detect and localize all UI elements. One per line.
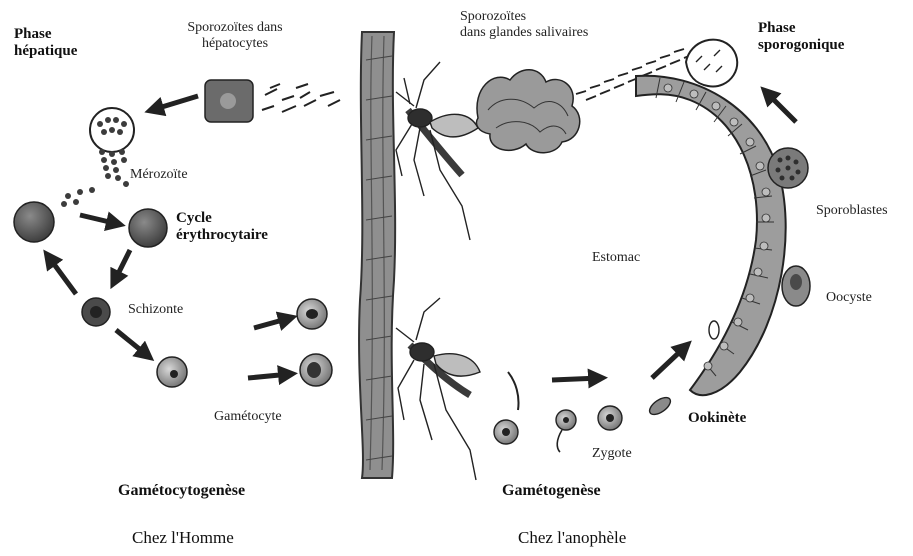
label-gametocytogenese: Gamétocytogenèse	[118, 482, 245, 500]
ookinete-icon	[647, 394, 674, 418]
label-cycle-erythrocytaire: Cycleérythrocytaire	[176, 210, 268, 245]
label-phase-sporogonique: Phasesporogonique	[758, 20, 844, 55]
label-ookinete: Ookinète	[688, 410, 746, 427]
label-phase-hepatique: Phasehépatique	[14, 26, 77, 61]
sporoblast-icon	[768, 148, 808, 188]
infected-rbc-left	[14, 202, 54, 242]
label-zygote: Zygote	[592, 446, 632, 462]
salivary-gland-icon	[477, 70, 580, 153]
label-sporozoites-hepatocytes: Sporozoïtes danshépatocytes	[150, 20, 320, 52]
trophozoite-cell-icon	[157, 357, 187, 387]
label-gametogenese: Gamétogenèse	[502, 482, 601, 500]
sporozoites-to-liver	[262, 84, 340, 112]
ookinete-in-wall-icon	[709, 321, 719, 339]
label-merozoite: Mérozoïte	[130, 167, 188, 183]
infected-rbc-right	[129, 209, 167, 247]
liver-schizont-icon	[90, 108, 134, 152]
label-chez-homme: Chez l'Homme	[132, 528, 234, 548]
label-estomac: Estomac	[592, 250, 640, 266]
label-gametocyte: Gamétocyte	[214, 409, 282, 425]
schizont-cell-icon	[82, 298, 110, 326]
gametes-icon	[494, 372, 519, 444]
stomach-wall-icon	[636, 76, 786, 395]
label-oocyste: Oocyste	[826, 290, 872, 306]
label-sporozoites-glandes: Sporozoïtesdans glandes salivaires	[460, 9, 588, 41]
mosquito-lower-icon	[396, 298, 480, 480]
label-schizonte: Schizonte	[128, 302, 183, 318]
label-sporoblastes: Sporoblastes	[816, 203, 888, 219]
label-chez-anophele: Chez l'anophèle	[518, 528, 626, 548]
skin-strip	[359, 32, 395, 478]
oocyst-icon	[782, 266, 810, 306]
mosquito-upper-icon	[396, 62, 478, 240]
hepatocyte-icon	[205, 80, 253, 122]
merozoites-release	[61, 149, 129, 207]
gametocyte-lower-icon	[300, 354, 332, 386]
gametocyte-upper-icon	[297, 299, 327, 329]
oocyst-bursting-icon	[686, 40, 737, 87]
